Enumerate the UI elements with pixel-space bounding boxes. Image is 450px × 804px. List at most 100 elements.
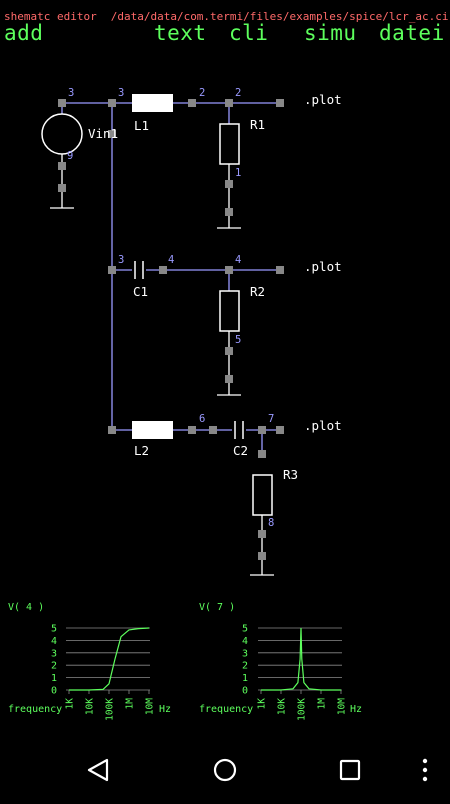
- r2-label: R2: [250, 284, 265, 299]
- series-line: [261, 627, 341, 691]
- pin[interactable]: [58, 162, 66, 170]
- r1-resistor[interactable]: [219, 123, 240, 165]
- menu-text-button[interactable]: text: [154, 21, 207, 45]
- node-label: 9: [67, 150, 73, 162]
- pin[interactable]: [258, 552, 266, 560]
- node-label: 3: [68, 87, 74, 99]
- plot-unit: Hz: [350, 704, 362, 715]
- pin[interactable]: [276, 426, 284, 434]
- node-label: 4: [168, 254, 174, 266]
- app-title: shematc editor: [4, 10, 97, 23]
- node-label: 4: [235, 254, 241, 266]
- r3-label: R3: [283, 467, 298, 482]
- nav-back-button[interactable]: [64, 740, 134, 800]
- android-navbar: [0, 740, 450, 800]
- r3-resistor[interactable]: [252, 474, 273, 516]
- plot-xlabel: frequency: [8, 704, 62, 715]
- y-tick-label: 5: [51, 624, 57, 635]
- node-label: 3: [118, 87, 124, 99]
- pin[interactable]: [258, 450, 266, 458]
- c2-label: C2: [233, 443, 248, 458]
- nav-recents-button[interactable]: [315, 740, 385, 800]
- menu-add-button[interactable]: add: [4, 21, 44, 45]
- node-label: 2: [199, 87, 205, 99]
- pin[interactable]: [276, 266, 284, 274]
- y-tick-label: 2: [242, 661, 248, 672]
- component-labels: Vin1 L1 R1 C1 R2 L2 C2 R3: [88, 117, 298, 482]
- pin[interactable]: [209, 426, 217, 434]
- series-line: [69, 627, 150, 691]
- home-icon: [213, 758, 237, 782]
- pin[interactable]: [225, 375, 233, 383]
- l1-label: L1: [134, 118, 149, 133]
- pin[interactable]: [108, 266, 116, 274]
- plot-probes: .plot .plot .plot: [304, 92, 342, 433]
- leads: [50, 154, 274, 576]
- y-tick-label: 4: [242, 636, 248, 647]
- pin[interactable]: [258, 426, 266, 434]
- node-label: 3: [118, 254, 124, 266]
- node-label: 1: [235, 167, 241, 179]
- x-tick-label: 100K: [297, 698, 308, 721]
- menu-simu-button[interactable]: simu: [304, 21, 357, 45]
- pin[interactable]: [58, 99, 66, 107]
- y-tick-label: 5: [242, 624, 248, 635]
- back-icon: [87, 758, 109, 782]
- r2-resistor[interactable]: [219, 290, 240, 332]
- pin[interactable]: [225, 347, 233, 355]
- pin[interactable]: [225, 208, 233, 216]
- l1-inductor[interactable]: [132, 94, 173, 112]
- pin[interactable]: [225, 266, 233, 274]
- menu-cli-button[interactable]: cli: [229, 21, 269, 45]
- r1-label: R1: [250, 117, 265, 132]
- x-tick-label: 1K: [65, 698, 76, 710]
- node-label: 8: [268, 517, 274, 529]
- plot-unit: Hz: [159, 704, 171, 715]
- nav-home-button[interactable]: [190, 740, 260, 800]
- nav-more-button[interactable]: [390, 740, 450, 800]
- x-tick-label: 1M: [125, 698, 136, 710]
- node-label: 7: [268, 413, 274, 425]
- vin1-source[interactable]: [41, 113, 83, 155]
- x-tick-label: 10M: [145, 698, 156, 715]
- pin[interactable]: [58, 184, 66, 192]
- plot-probe-2[interactable]: .plot: [304, 259, 342, 274]
- pin[interactable]: [188, 99, 196, 107]
- node-numbers: 3 9 3 2 2 1 3 4 4 5 6 7 8: [67, 87, 274, 529]
- plot-grid: [258, 627, 342, 694]
- plot-probe-1[interactable]: .plot: [304, 92, 342, 107]
- x-tick-label: 10K: [277, 698, 288, 715]
- plot-title: V( 4 ): [8, 602, 44, 613]
- y-tick-label: 2: [51, 661, 57, 672]
- pin[interactable]: [188, 426, 196, 434]
- pin[interactable]: [108, 130, 116, 138]
- x-tick-label: 10K: [85, 698, 96, 715]
- y-tick-label: 4: [51, 636, 57, 647]
- l2-inductor[interactable]: [132, 421, 173, 439]
- schematic-canvas[interactable]: Vin1 L1 R1 C1 R2 L2 C2 R3 .plot .plot .p…: [0, 0, 450, 740]
- pin[interactable]: [225, 180, 233, 188]
- node-label: 5: [235, 334, 241, 346]
- pin[interactable]: [276, 99, 284, 107]
- plot-title: V( 7 ): [199, 602, 235, 613]
- y-tick-label: 3: [51, 648, 57, 659]
- y-tick-label: 1: [242, 673, 248, 684]
- pins: [58, 99, 284, 560]
- pin[interactable]: [108, 99, 116, 107]
- pin[interactable]: [225, 99, 233, 107]
- l2-label: L2: [134, 443, 149, 458]
- pin[interactable]: [258, 530, 266, 538]
- menu-datei-button[interactable]: datei: [379, 21, 445, 45]
- c2-capacitor[interactable]: [234, 421, 244, 439]
- x-tick-label: 10M: [337, 698, 348, 715]
- plot-probe-3[interactable]: .plot: [304, 418, 342, 433]
- pin[interactable]: [159, 266, 167, 274]
- c1-capacitor[interactable]: [134, 261, 144, 279]
- pin[interactable]: [108, 426, 116, 434]
- vin1-label: Vin1: [88, 126, 118, 141]
- title-line: shematc editor/data/data/com.termi/files…: [4, 10, 450, 23]
